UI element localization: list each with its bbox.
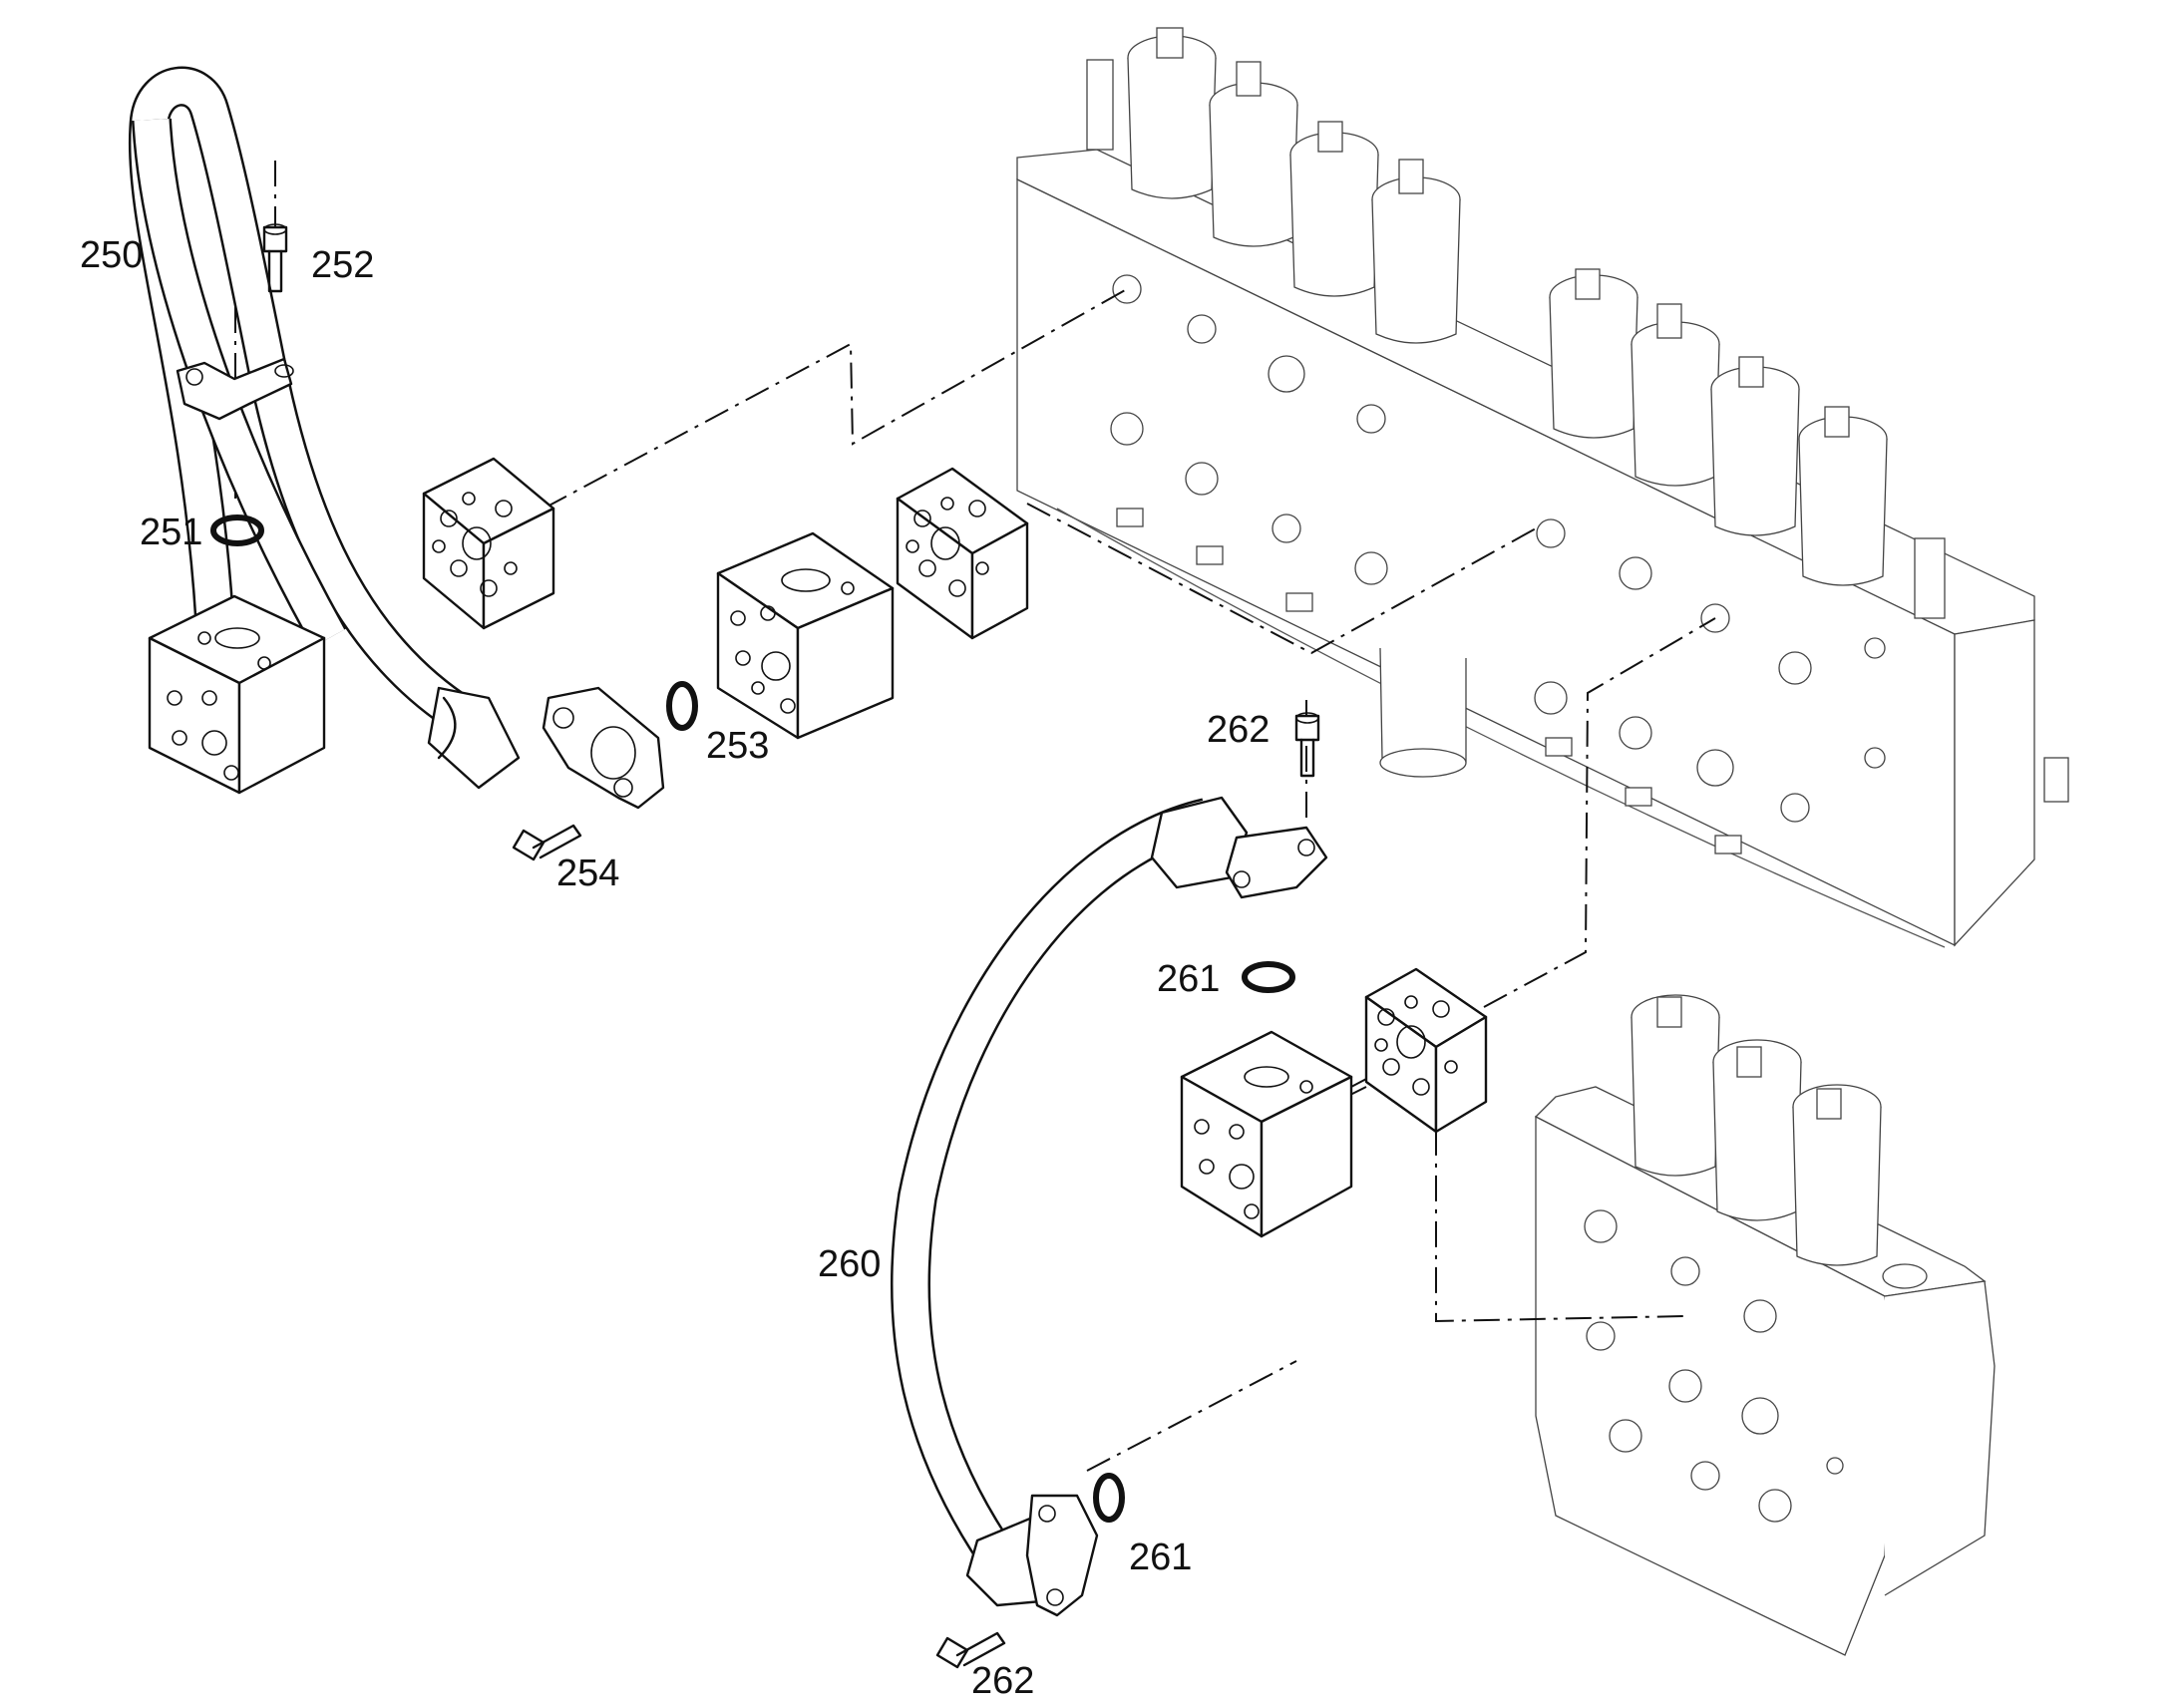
o-ring-261-lower xyxy=(1093,1473,1125,1523)
solenoid-row-lower xyxy=(1631,994,1928,1289)
valve-ports-upper xyxy=(1110,274,1886,823)
callout-253: 253 xyxy=(706,725,769,767)
bolt-252 xyxy=(262,223,288,293)
callout-250: 250 xyxy=(80,234,143,276)
accumulator-canister xyxy=(1379,647,1467,778)
valve-ports-lower xyxy=(1584,1209,1844,1523)
callout-262-lower: 262 xyxy=(971,1660,1034,1702)
callout-261-lower: 261 xyxy=(1129,1537,1192,1578)
callout-251: 251 xyxy=(140,512,202,553)
mounting-block-left-lower xyxy=(148,594,326,795)
o-ring-251 xyxy=(210,514,264,546)
callout-254: 254 xyxy=(556,853,619,894)
callout-labels: 250 252 251 253 254 262 261 260 261 262 xyxy=(80,234,1270,1702)
bolt-254 xyxy=(512,824,582,861)
bolt-262-lower xyxy=(935,1631,1006,1669)
o-ring-261-upper xyxy=(1242,961,1295,993)
mounting-block-lower-right xyxy=(1364,967,1488,1134)
solenoid-row-upper xyxy=(1086,27,1946,619)
mounting-block-center-right xyxy=(896,467,1029,640)
callout-260: 260 xyxy=(818,1243,881,1285)
bolt-262-upper xyxy=(1294,712,1320,778)
hose-250 xyxy=(128,66,665,810)
callout-252: 252 xyxy=(311,244,374,286)
valve-bottom-fittings xyxy=(1116,508,2069,854)
mounting-block-center xyxy=(716,531,895,740)
hose-260 xyxy=(890,796,1328,1617)
mounting-block-lower-center xyxy=(1180,1030,1353,1238)
o-ring-253 xyxy=(666,681,698,731)
main-valve-block xyxy=(1016,27,2069,948)
callout-261-upper: 261 xyxy=(1157,958,1220,1000)
secondary-valve-block xyxy=(1534,994,1996,1656)
callout-262-upper: 262 xyxy=(1207,709,1270,751)
mounting-block-left-upper xyxy=(422,457,555,630)
